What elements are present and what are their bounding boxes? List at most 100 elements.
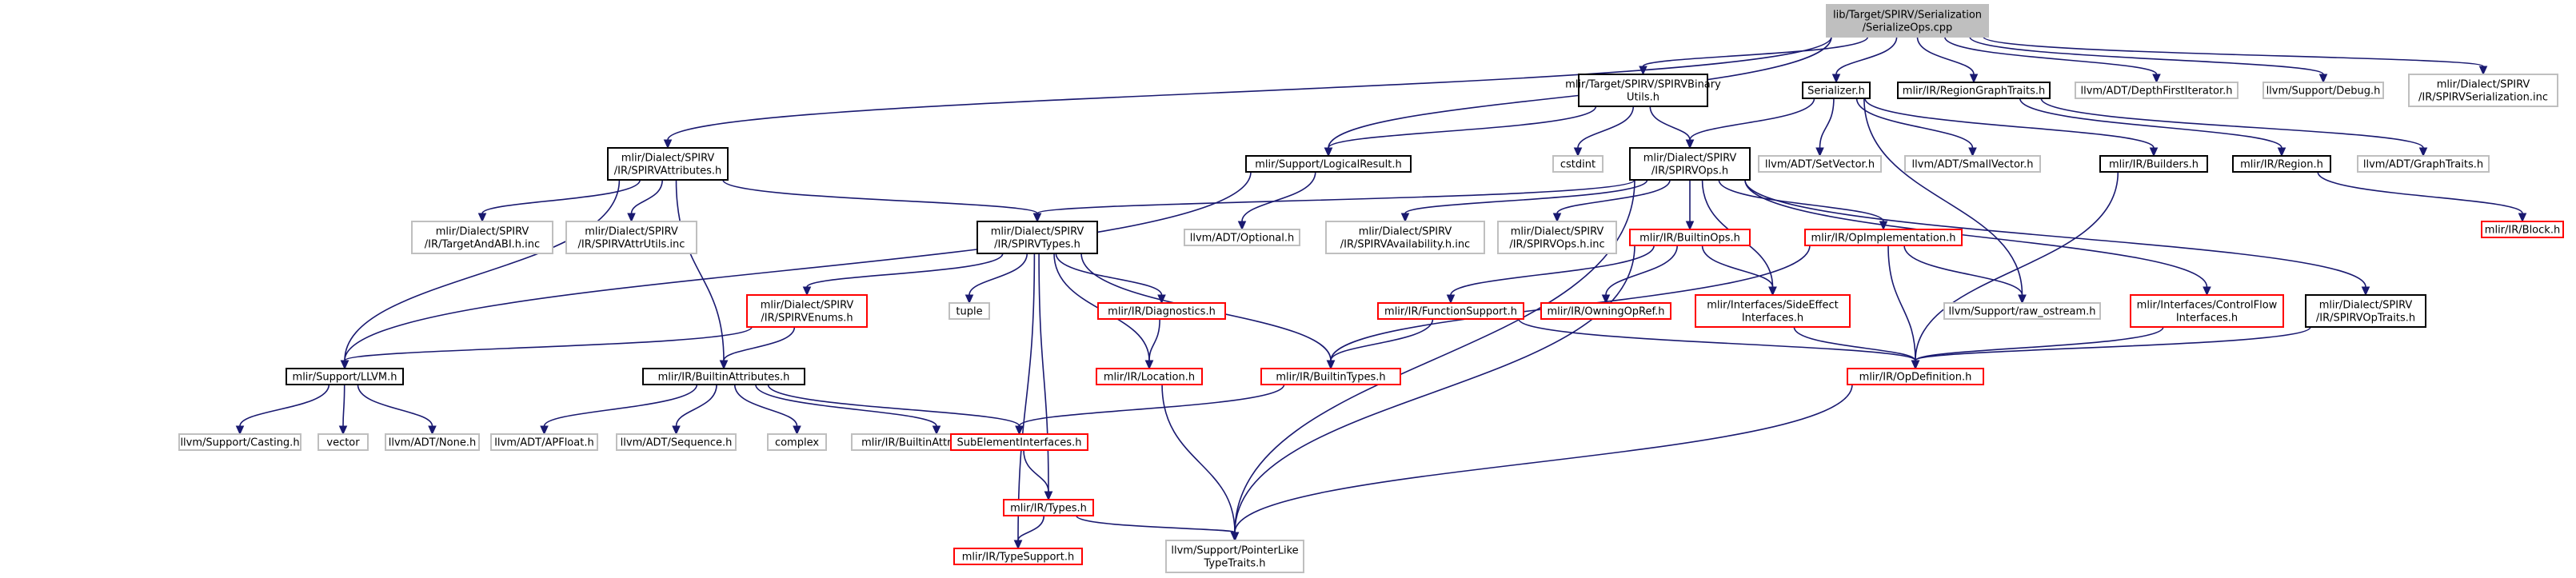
- graph-node-opsinc: mlir/Dialect/SPIRV/IR/SPIRVOps.h.inc: [1497, 221, 1617, 254]
- edge-types-to-pointerlike: [1076, 515, 1240, 542]
- graph-node-spirvops[interactable]: mlir/Dialect/SPIRV/IR/SPIRVOps.h: [1629, 147, 1751, 181]
- graph-node-subelement[interactable]: SubElementInterfaces.h: [950, 433, 1088, 451]
- graph-node-owningopref[interactable]: mlir/IR/OwningOpRef.h: [1540, 302, 1671, 320]
- graph-node-types[interactable]: mlir/IR/Types.h: [1003, 499, 1094, 516]
- edge-spirvops-to-builtinops: [1685, 179, 1695, 231]
- node-box: [1165, 540, 1304, 573]
- node-box: [950, 433, 1088, 451]
- node-box: [1096, 368, 1203, 385]
- nodes-layer: lib/Target/SPIRV/Serialization/Serialize…: [178, 4, 2564, 573]
- graph-node-llvm[interactable]: mlir/Support/LLVM.h: [286, 368, 404, 385]
- node-label: mlir/IR/OpDefinition.h: [1859, 372, 1972, 384]
- edge-spirvops-to-controlflow: [1744, 179, 2211, 297]
- graph-node-opdefinition[interactable]: mlir/IR/OpDefinition.h: [1847, 368, 1984, 385]
- graph-node-graphtraits: llvm/ADT/GraphTraits.h: [2357, 155, 2490, 173]
- edge-llvm-to-vector: [338, 384, 348, 436]
- node-label: mlir/Target/SPIRV/SPIRVBinary: [1565, 79, 1721, 91]
- graph-node-builtinops[interactable]: mlir/IR/BuiltinOps.h: [1629, 229, 1751, 246]
- edge-spirvops-to-spirvtypes: [1032, 179, 1635, 223]
- node-label: /IR/SPIRVEnums.h: [761, 313, 853, 325]
- graph-node-spirvtypes[interactable]: mlir/Dialect/SPIRV/IR/SPIRVTypes.h: [976, 221, 1098, 254]
- node-box: [1758, 155, 1882, 173]
- graph-node-spirvenums[interactable]: mlir/Dialect/SPIRV/IR/SPIRVEnums.h: [746, 294, 868, 328]
- edge-spirvops-to-spirvoptraits: [1744, 179, 2370, 297]
- edge-spirvattributes-to-llvm: [340, 179, 621, 370]
- graph-node-builtintypes[interactable]: mlir/IR/BuiltinTypes.h: [1260, 368, 1401, 385]
- graph-node-block[interactable]: mlir/IR/Block.h: [2481, 221, 2564, 238]
- graph-node-region[interactable]: mlir/IR/Region.h: [2232, 155, 2331, 173]
- node-label: /IR/SPIRVTypes.h: [994, 239, 1080, 251]
- graph-node-location[interactable]: mlir/IR/Location.h: [1096, 368, 1203, 385]
- graph-node-logicalresult[interactable]: mlir/Support/LogicalResult.h: [1245, 155, 1412, 173]
- node-box: [1904, 155, 2041, 173]
- node-box: [1377, 302, 1524, 320]
- node-box: [1325, 221, 1485, 254]
- node-label: mlir/IR/RegionGraphTraits.h: [1903, 86, 2045, 98]
- node-label: tuple: [956, 306, 982, 318]
- graph-node-regiongraphtraits[interactable]: mlir/IR/RegionGraphTraits.h: [1897, 82, 2051, 99]
- edge-location-to-pointerlike: [1161, 384, 1240, 542]
- edge-spirvops-to-availability: [1400, 179, 1648, 223]
- graph-node-functionsupport[interactable]: mlir/IR/FunctionSupport.h: [1377, 302, 1524, 320]
- graph-node-apfloat: llvm/ADT/APFloat.h: [490, 433, 598, 451]
- graph-node-builtinattributes[interactable]: mlir/IR/BuiltinAttributes.h: [642, 368, 805, 385]
- node-box: [1578, 74, 1708, 107]
- node-box: [953, 548, 1083, 565]
- graph-node-cstdint: cstdint: [1552, 155, 1604, 173]
- node-label: /IR/SPIRVAvailability.h.inc: [1340, 239, 1470, 251]
- node-label: llvm/ADT/None.h: [389, 437, 476, 449]
- edge-llvm-to-none: [357, 384, 437, 436]
- graph-node-rawostream: llvm/Support/raw_ostream.h: [1943, 302, 2101, 320]
- edge-binaryutils-to-logicalresult: [1324, 106, 1597, 157]
- graph-node-spirvattributes[interactable]: mlir/Dialect/SPIRV/IR/SPIRVAttributes.h: [607, 147, 729, 181]
- node-label: mlir/IR/Location.h: [1104, 372, 1195, 384]
- node-box: [642, 368, 805, 385]
- graph-node-complex: complex: [767, 433, 827, 451]
- node-box: [1097, 302, 1226, 320]
- graph-node-attrutils: mlir/Dialect/SPIRV/IR/SPIRVAttrUtils.inc: [565, 221, 697, 254]
- edge-builtinattributes-to-apfloat: [540, 384, 698, 436]
- node-box: [1184, 229, 1300, 246]
- node-label: vector: [326, 437, 360, 449]
- node-box: [1802, 82, 1871, 99]
- edge-types-to-typesupport: [1013, 515, 1045, 550]
- node-label: mlir/Dialect/SPIRV: [2437, 79, 2530, 91]
- graph-node-sequence: llvm/ADT/Sequence.h: [616, 433, 737, 451]
- node-label: mlir/Dialect/SPIRV: [761, 300, 854, 312]
- graph-node-root[interactable]: lib/Target/SPIRV/Serialization/Serialize…: [1826, 4, 1989, 38]
- node-label: mlir/IR/OpImplementation.h: [1811, 233, 1956, 245]
- graph-node-depthfirst: llvm/ADT/DepthFirstIterator.h: [2075, 82, 2239, 99]
- node-box: [2481, 221, 2564, 238]
- node-label: mlir/IR/Types.h: [1010, 503, 1087, 515]
- graph-node-diagnostics[interactable]: mlir/IR/Diagnostics.h: [1097, 302, 1226, 320]
- graph-node-typesupport[interactable]: mlir/IR/TypeSupport.h: [953, 548, 1083, 565]
- graph-node-builders[interactable]: mlir/IR/Builders.h: [2099, 155, 2208, 173]
- edge-serializer-to-builders: [1864, 98, 2159, 157]
- node-box: [1629, 229, 1751, 246]
- node-box: [2099, 155, 2208, 173]
- graph-node-opimplementation[interactable]: mlir/IR/OpImplementation.h: [1804, 229, 1963, 246]
- node-label: mlir/IR/TypeSupport.h: [962, 552, 1074, 564]
- edge-functionsupport-to-builtintypes: [1326, 318, 1434, 370]
- node-label: mlir/IR/FunctionSupport.h: [1384, 306, 1517, 318]
- node-box: [286, 368, 404, 385]
- node-label: llvm/ADT/APFloat.h: [494, 437, 593, 449]
- node-box: [490, 433, 598, 451]
- node-label: /IR/TargetAndABI.h.inc: [425, 239, 540, 251]
- edge-root-to-spirvattributes: [663, 36, 1832, 149]
- node-label: mlir/Support/LogicalResult.h: [1255, 159, 1401, 171]
- edge-region-to-block: [2317, 171, 2527, 223]
- graph-node-targetandabi: mlir/Dialect/SPIRV/IR/TargetAndABI.h.inc: [411, 221, 553, 254]
- graph-node-serialization_inc: mlir/Dialect/SPIRV/IR/SPIRVSerialization…: [2408, 74, 2558, 107]
- graph-node-serializer[interactable]: Serializer.h: [1802, 82, 1871, 99]
- node-label: Utils.h: [1627, 92, 1659, 104]
- node-label: /SerializeOps.cpp: [1863, 22, 1953, 34]
- graph-node-spirvoptraits[interactable]: mlir/Dialect/SPIRV/IR/SPIRVOpTraits.h: [2305, 294, 2426, 328]
- edge-builtinattributes-to-subelement: [767, 384, 1024, 436]
- node-label: mlir/Dialect/SPIRV: [585, 226, 678, 238]
- node-label: lib/Target/SPIRV/Serialization: [1833, 10, 1982, 22]
